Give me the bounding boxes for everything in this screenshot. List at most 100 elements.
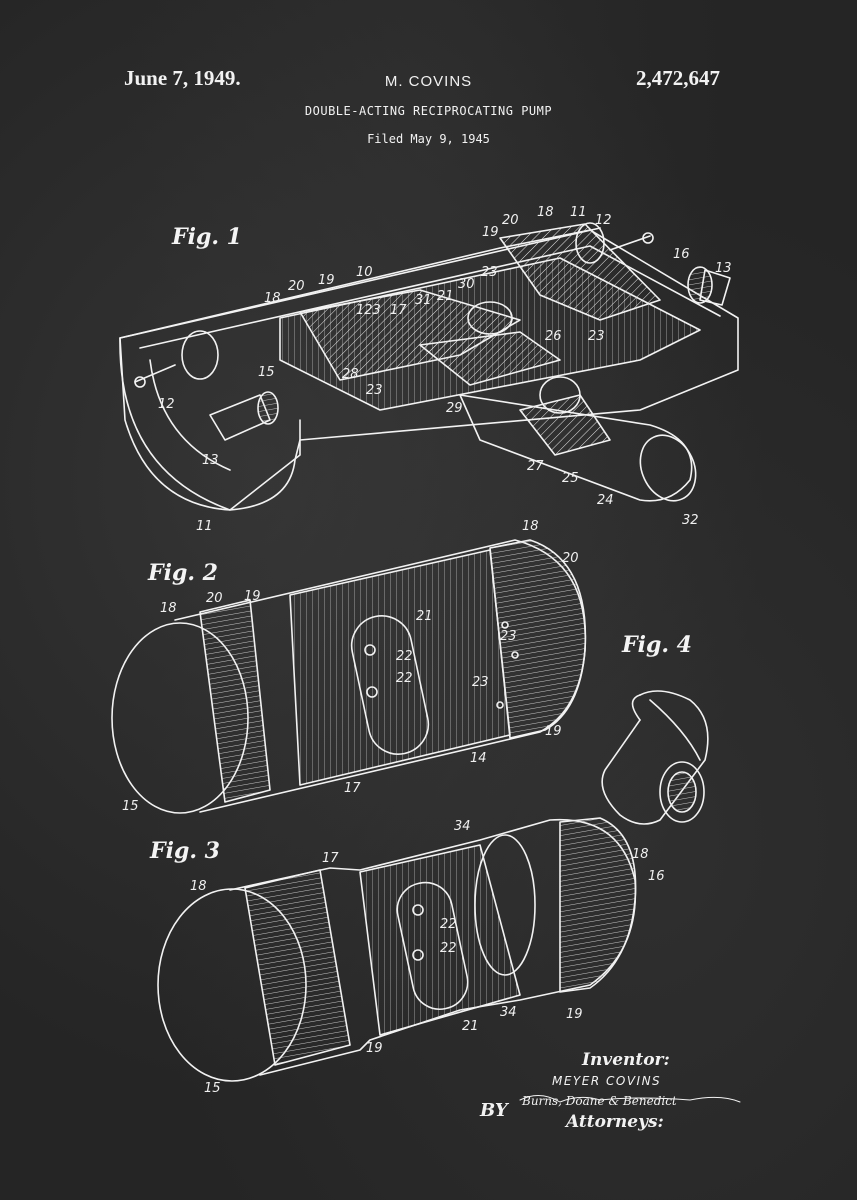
ref-label: 26 xyxy=(545,329,562,344)
piston-2-ring-band-right xyxy=(559,817,637,993)
figure-3-drawing xyxy=(157,817,637,1082)
valve-stem-left xyxy=(134,364,176,383)
ref-label: 16 xyxy=(648,869,665,884)
piston-2-neck xyxy=(359,844,521,1036)
piston-end-face xyxy=(111,622,249,814)
ref-label: 32 xyxy=(682,513,699,528)
ref-label: 22 xyxy=(396,649,413,664)
fitting-13-right xyxy=(699,269,731,306)
ref-label: 24 xyxy=(597,493,614,508)
ref-label: 25 xyxy=(562,471,579,486)
piston-2-end-face xyxy=(157,888,307,1082)
ref-label: 13 xyxy=(202,453,219,468)
piston-slot xyxy=(350,615,430,755)
ref-label: 19 xyxy=(244,589,261,604)
ref-label: 23 xyxy=(481,265,498,280)
ref-label: 14 xyxy=(470,751,487,766)
roller-29 xyxy=(539,376,581,414)
ref-label: 18 xyxy=(522,519,539,534)
ref-label: 22 xyxy=(440,941,457,956)
ref-label: 34 xyxy=(500,1005,517,1020)
ref-label: 17 xyxy=(322,851,339,866)
pump-housing xyxy=(119,229,739,511)
roller-30 xyxy=(467,301,513,335)
piston-2-ring-band-left xyxy=(244,869,351,1066)
ref-label: 23 xyxy=(500,629,517,644)
figure-2-references: 18 20 20 19 18 21 22 22 23 23 19 14 17 1… xyxy=(122,519,579,814)
valve-pin-left xyxy=(134,376,146,388)
patent-title: DOUBLE-ACTING RECIPROCATING PUMP xyxy=(304,104,553,118)
figure-1-drawing xyxy=(119,222,739,511)
ref-label: 28 xyxy=(342,367,359,382)
fitting-thread-left xyxy=(257,391,279,425)
ref-label: 19 xyxy=(318,273,335,288)
drive-shaft xyxy=(459,394,693,502)
ref-label: 17 xyxy=(390,303,407,318)
ref-label: 22 xyxy=(440,917,457,932)
figure-2-drawing xyxy=(111,539,587,814)
filed-date: Filed May 9, 1945 xyxy=(367,132,490,146)
ref-label: 15 xyxy=(122,799,139,814)
ring-sleeve-lip xyxy=(631,694,641,721)
inventor-heading: Inventor: xyxy=(582,1050,670,1070)
attorneys-label: Attorneys: xyxy=(566,1112,664,1132)
ref-label: 18 xyxy=(632,847,649,862)
ref-label: 22 xyxy=(396,671,413,686)
signature-flourish xyxy=(519,1095,741,1103)
figure-3-references: 34 17 18 16 18 22 22 21 34 19 19 15 xyxy=(190,819,665,1096)
ref-label: 31 xyxy=(415,293,432,308)
ref-label: 15 xyxy=(204,1081,221,1096)
ref-label: 20 xyxy=(206,591,223,606)
ref-label: 30 xyxy=(458,277,475,292)
ref-label: 18 xyxy=(160,601,177,616)
fitting-thread-right xyxy=(687,266,713,304)
inventor-header: M. COVINS xyxy=(384,73,473,90)
port-22-d xyxy=(412,949,424,961)
piston-2-collar xyxy=(474,834,536,976)
piston-section-c xyxy=(419,331,561,386)
ref-label: 20 xyxy=(288,279,305,294)
valve-pin-right xyxy=(642,232,654,244)
patent-date: June 7, 1949. xyxy=(124,66,241,90)
valve-left xyxy=(181,330,219,380)
ref-label: 19 xyxy=(566,1007,583,1022)
figure-3-label: Fig. 3 xyxy=(150,838,220,864)
ref-label: 123 xyxy=(356,303,381,318)
ref-label: 23 xyxy=(588,329,605,344)
attorney-firm-signature: Burns, Doane & Benedict xyxy=(522,1094,677,1108)
ref-label: 18 xyxy=(190,879,207,894)
valve-stem-right xyxy=(609,235,651,251)
ref-label: 11 xyxy=(196,519,213,534)
shaft-end xyxy=(639,434,697,502)
port-22-c xyxy=(412,904,424,916)
port-23-b xyxy=(511,651,519,659)
ref-label: 21 xyxy=(437,289,454,304)
figure-1-references: 20 18 11 12 19 16 13 10 23 21 30 20 19 1… xyxy=(158,205,732,534)
housing-end-curve xyxy=(149,359,231,471)
piston-2-slot xyxy=(396,881,469,1010)
ring-sleeve-thread xyxy=(667,771,697,813)
ring-sleeve-fold xyxy=(649,699,701,761)
ref-label: 19 xyxy=(482,225,499,240)
by-label: BY xyxy=(480,1100,508,1121)
piston-ring-band-right xyxy=(489,539,587,739)
ref-label: 12 xyxy=(158,397,175,412)
port-22-b xyxy=(366,686,378,698)
figure-4-drawing xyxy=(601,690,709,825)
ref-label: 34 xyxy=(454,819,471,834)
slide-block xyxy=(519,394,611,456)
ref-label: 13 xyxy=(715,261,732,276)
ref-label: 20 xyxy=(502,213,519,228)
figure-2-label: Fig. 2 xyxy=(148,560,218,586)
ref-label: 10 xyxy=(356,265,373,280)
ref-label: 19 xyxy=(545,724,562,739)
ref-label: 20 xyxy=(562,551,579,566)
piston-flat-face xyxy=(289,549,511,786)
ring-sleeve-opening xyxy=(659,761,705,823)
ref-label: 18 xyxy=(264,291,281,306)
ref-label: 21 xyxy=(416,609,433,624)
valve-right xyxy=(575,222,605,264)
housing-front-end xyxy=(119,337,301,511)
ref-label: 23 xyxy=(472,675,489,690)
